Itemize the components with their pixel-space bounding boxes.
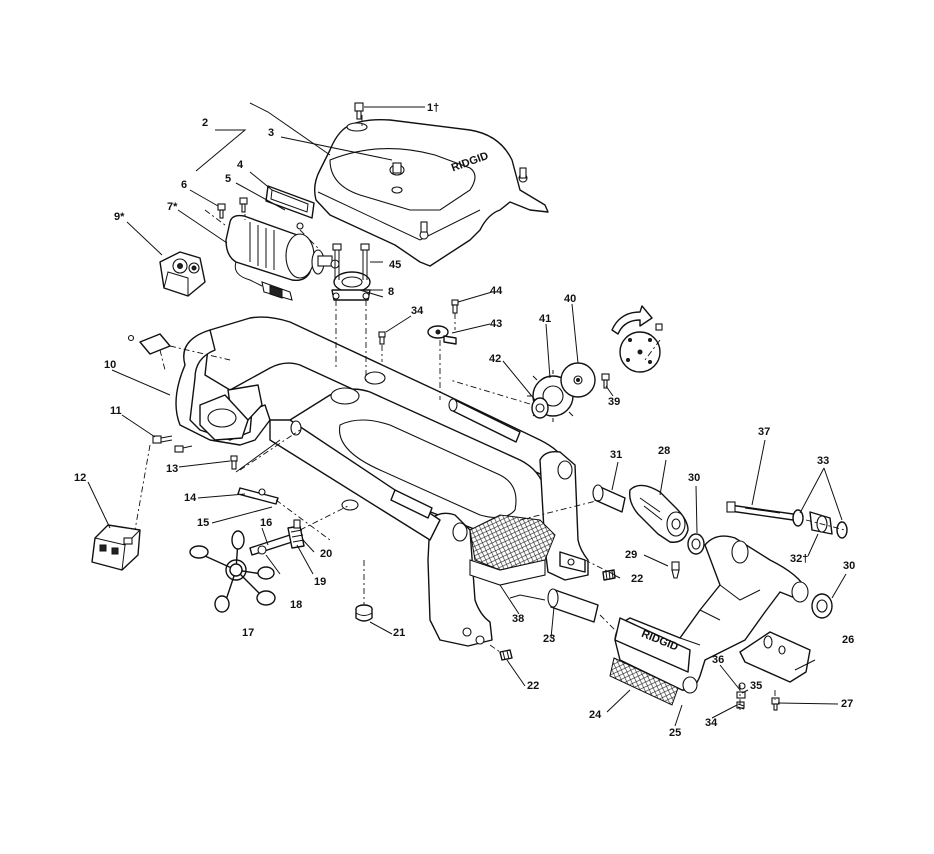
tube-support xyxy=(427,299,459,345)
assembly-lines xyxy=(134,115,846,710)
label-2: 2 xyxy=(202,117,208,129)
label-9: 9* xyxy=(114,211,125,223)
label-14: 14 xyxy=(184,492,197,504)
label-18: 18 xyxy=(290,599,302,611)
cam-plate xyxy=(611,305,663,373)
label-23: 23 xyxy=(543,633,555,645)
label-29: 29 xyxy=(625,549,637,561)
switch-plate xyxy=(265,185,315,230)
label-16: 16 xyxy=(260,517,272,529)
brush-plate xyxy=(739,631,811,711)
label-19: 19 xyxy=(314,576,326,588)
label-39: 39 xyxy=(608,396,620,408)
screws-45 xyxy=(332,243,370,280)
frame-plate xyxy=(127,333,171,355)
carriage-body xyxy=(175,316,589,647)
label-28: 28 xyxy=(658,445,670,457)
gear-cluster xyxy=(527,362,596,422)
label-31: 31 xyxy=(610,449,622,461)
label-24: 24 xyxy=(589,709,602,721)
label-26: 26 xyxy=(842,634,854,646)
screw-11 xyxy=(152,435,193,453)
carriage-casting: RIDGID xyxy=(609,535,809,706)
label-3: 3 xyxy=(268,127,274,139)
label-41: 41 xyxy=(539,313,551,325)
part-labels: 1† 2 3 4 5 6 7* 8 9* 10 11 12 13 14 15 1… xyxy=(74,102,855,739)
label-20: 20 xyxy=(320,548,332,560)
label-17: 17 xyxy=(242,627,254,639)
label-7: 7* xyxy=(167,201,178,213)
label-42: 42 xyxy=(489,353,501,365)
label-43: 43 xyxy=(490,318,502,330)
screws-bottom xyxy=(736,682,746,710)
right-assembly xyxy=(499,484,848,661)
label-22b: 22 xyxy=(527,680,539,692)
label-35: 35 xyxy=(750,680,762,692)
rail-rods xyxy=(235,439,281,505)
label-38: 38 xyxy=(512,613,524,625)
screw-39 xyxy=(601,373,610,389)
label-40: 40 xyxy=(564,293,576,305)
label-30b: 30 xyxy=(843,560,855,572)
bushing-23 xyxy=(547,588,599,623)
label-13: 13 xyxy=(166,463,178,475)
label-32: 32† xyxy=(790,553,808,565)
label-12: 12 xyxy=(74,472,86,484)
motor-mount xyxy=(331,271,371,301)
label-10: 10 xyxy=(104,359,116,371)
label-27: 27 xyxy=(841,698,853,710)
label-30a: 30 xyxy=(688,472,700,484)
label-21: 21 xyxy=(393,627,405,639)
motor xyxy=(225,214,340,301)
chip-pan-plug xyxy=(355,604,373,622)
screw-1 xyxy=(354,102,425,120)
label-36: 36 xyxy=(712,654,724,666)
label-34a: 34 xyxy=(411,305,424,317)
label-1: 1† xyxy=(427,102,439,114)
label-22a: 22 xyxy=(631,573,643,585)
label-11: 11 xyxy=(110,405,122,417)
label-6: 6 xyxy=(181,179,187,191)
label-25: 25 xyxy=(669,727,681,739)
label-5: 5 xyxy=(225,173,231,185)
label-15: 15 xyxy=(197,517,209,529)
label-45: 45 xyxy=(389,259,401,271)
label-4: 4 xyxy=(237,159,244,171)
handwheel xyxy=(189,530,276,613)
label-37: 37 xyxy=(758,426,770,438)
label-33: 33 xyxy=(817,455,829,467)
pinion-shaft xyxy=(249,519,305,556)
label-44: 44 xyxy=(490,285,503,297)
foot-switch xyxy=(91,524,141,571)
reversing-switch xyxy=(159,251,206,297)
motor-cover: RIDGID xyxy=(313,118,549,267)
label-34b: 34 xyxy=(705,717,718,729)
screw-6 xyxy=(217,197,248,219)
screw-34 xyxy=(378,331,386,345)
label-8: 8 xyxy=(388,286,394,298)
screw-13 xyxy=(230,455,238,470)
leader-lines xyxy=(87,102,847,727)
